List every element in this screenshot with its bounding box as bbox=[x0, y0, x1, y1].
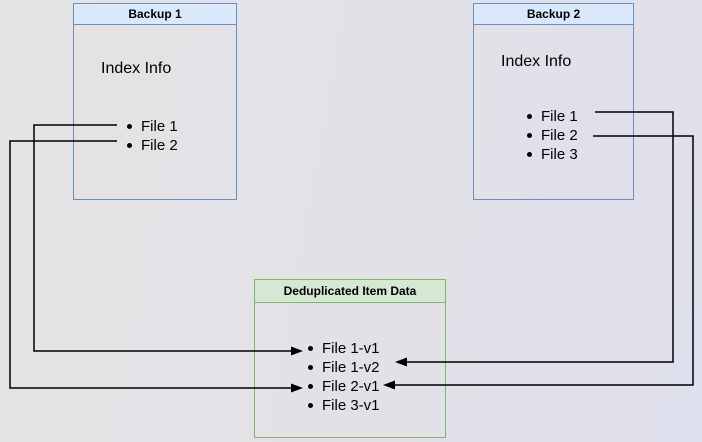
list-item: File 3-v1 bbox=[308, 396, 380, 415]
bullet-icon bbox=[308, 346, 313, 351]
dedup-box: Deduplicated Item Data File 1-v1 File 1-… bbox=[254, 279, 446, 438]
list-item: File 1 bbox=[527, 107, 578, 126]
file-label: File 2 bbox=[541, 127, 578, 144]
list-item: File 2-v1 bbox=[308, 377, 380, 396]
backup1-header: Backup 1 bbox=[74, 4, 236, 25]
list-item: File 1 bbox=[127, 117, 178, 136]
backup2-title: Backup 2 bbox=[526, 7, 581, 21]
backup2-index-info-label: Index Info bbox=[501, 53, 572, 70]
list-item: File 1-v2 bbox=[308, 358, 380, 377]
file-version-label: File 3-v1 bbox=[322, 397, 380, 414]
list-item: File 2 bbox=[127, 136, 178, 155]
file-label: File 1 bbox=[541, 108, 578, 125]
dedup-header: Deduplicated Item Data bbox=[255, 280, 445, 303]
backup2-box: Backup 2 Index Info File 1 File 2 File 3 bbox=[473, 3, 634, 200]
backup1-index-info-label: Index Info bbox=[101, 60, 172, 77]
bullet-icon bbox=[127, 124, 132, 129]
file-label: File 1 bbox=[141, 118, 178, 135]
file-version-label: File 1-v1 bbox=[322, 340, 380, 357]
backup1-title: Backup 1 bbox=[128, 7, 182, 21]
file-label: File 2 bbox=[141, 137, 178, 154]
backup2-file-list: File 1 File 2 File 3 bbox=[527, 107, 578, 164]
file-version-label: File 2-v1 bbox=[322, 378, 380, 395]
backup1-file-list: File 1 File 2 bbox=[127, 117, 178, 155]
bullet-icon bbox=[527, 114, 532, 119]
backup1-box: Backup 1 Index Info File 1 File 2 bbox=[73, 3, 237, 200]
file-version-label: File 1-v2 bbox=[322, 359, 380, 376]
file-label: File 3 bbox=[541, 146, 578, 163]
bullet-icon bbox=[527, 152, 532, 157]
bullet-icon bbox=[308, 384, 313, 389]
list-item: File 2 bbox=[527, 126, 578, 145]
backup2-header: Backup 2 bbox=[474, 4, 633, 25]
bullet-icon bbox=[527, 133, 532, 138]
list-item: File 1-v1 bbox=[308, 339, 380, 358]
list-item: File 3 bbox=[527, 145, 578, 164]
dedup-file-list: File 1-v1 File 1-v2 File 2-v1 File 3-v1 bbox=[308, 339, 380, 415]
bullet-icon bbox=[308, 365, 313, 370]
dedup-title: Deduplicated Item Data bbox=[283, 284, 417, 298]
bullet-icon bbox=[127, 143, 132, 148]
bullet-icon bbox=[308, 403, 313, 408]
